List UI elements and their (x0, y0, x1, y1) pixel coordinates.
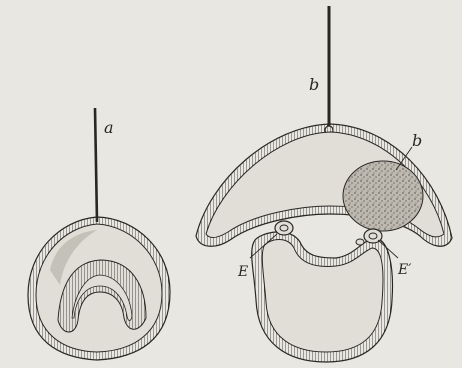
label-E: E (237, 264, 248, 280)
left-eye-bud (275, 221, 293, 235)
right-sac-body (262, 240, 383, 353)
right-eye-bud-small (356, 239, 364, 245)
label-b-figure: b (309, 75, 319, 94)
label-E-prime: E′ (397, 262, 412, 278)
yolk-stipple (344, 162, 422, 230)
left-larva: a (28, 108, 170, 360)
label-a: a (104, 118, 114, 137)
label-b-yolk: b (412, 131, 422, 150)
left-flagellum (95, 108, 97, 222)
right-larva: b b E E′ (196, 6, 452, 362)
